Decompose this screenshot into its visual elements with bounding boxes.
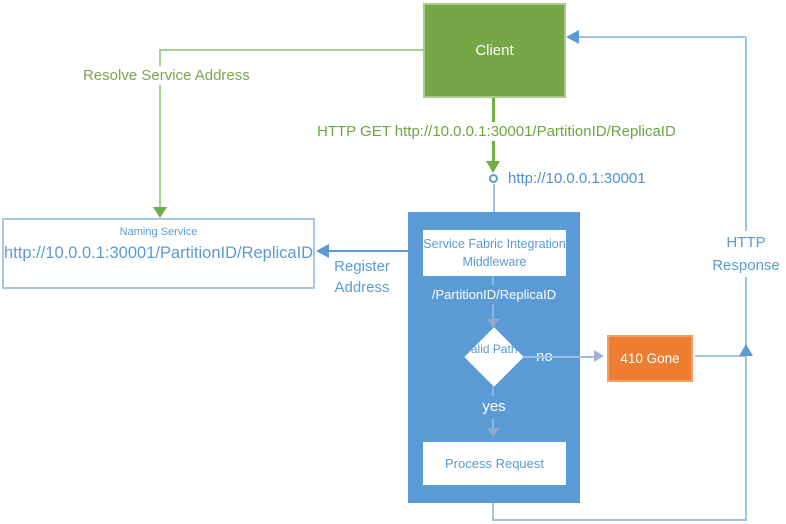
arrowhead-up-icon <box>739 344 753 356</box>
register-address-label: Register Address <box>334 258 390 296</box>
middleware-path-label: /PartitionID/ReplicaID <box>431 287 557 302</box>
arrowhead-left-icon <box>316 244 329 258</box>
arrowhead-down-icon <box>487 428 499 437</box>
resolve-address-label: Resolve Service Address <box>80 66 253 85</box>
arrowhead-right-icon <box>594 350 604 362</box>
naming-service-node: Naming Service http://10.0.0.1:30001/Par… <box>2 218 315 289</box>
endpoint-url-label: http://10.0.0.1:30001 <box>505 170 649 187</box>
connector-resolve-vertical <box>159 49 161 209</box>
arrowhead-down-icon <box>487 319 499 328</box>
process-request-node: Process Request <box>423 442 566 485</box>
client-node: Client <box>423 3 566 98</box>
middleware-title: Service Fabric Integration Middleware <box>423 236 566 269</box>
connector-title-to-path <box>492 276 494 285</box>
arrowhead-left-icon <box>566 30 579 44</box>
http-get-label: HTTP GET http://10.0.0.1:30001/Partition… <box>314 122 679 141</box>
connector-bottom-down <box>492 503 494 521</box>
arrowhead-down-icon <box>153 207 167 218</box>
arrowhead-down-icon <box>486 161 500 173</box>
connector-path-to-decision <box>492 304 494 321</box>
connector-decision-down <box>492 387 494 396</box>
naming-service-url: http://10.0.0.1:30001/PartitionID/Replic… <box>4 244 314 262</box>
decision-label: Valid Path? <box>463 342 525 356</box>
connector-response-vertical <box>745 37 747 521</box>
connector-gone-to-response <box>695 355 746 357</box>
naming-service-title: Naming Service <box>119 226 198 238</box>
connector-endpoint-to-middleware <box>493 184 495 212</box>
middleware-title-box: Service Fabric Integration Middleware <box>423 230 566 276</box>
endpoint-circle-icon <box>489 174 498 183</box>
gone-node: 410 Gone <box>607 335 693 382</box>
http-response-label: HTTP Response <box>707 231 785 277</box>
connector-no <box>524 356 596 358</box>
connector-register <box>329 250 408 252</box>
gone-label: 410 Gone <box>620 351 680 366</box>
connector-yes-down <box>492 419 494 429</box>
decision-yes-label: yes <box>482 398 506 415</box>
process-request-label: Process Request <box>445 456 544 471</box>
client-label: Client <box>475 42 514 59</box>
connector-response-top <box>578 36 746 38</box>
connector-bottom-horizontal <box>492 519 747 521</box>
connector-resolve-horizontal <box>160 49 423 51</box>
